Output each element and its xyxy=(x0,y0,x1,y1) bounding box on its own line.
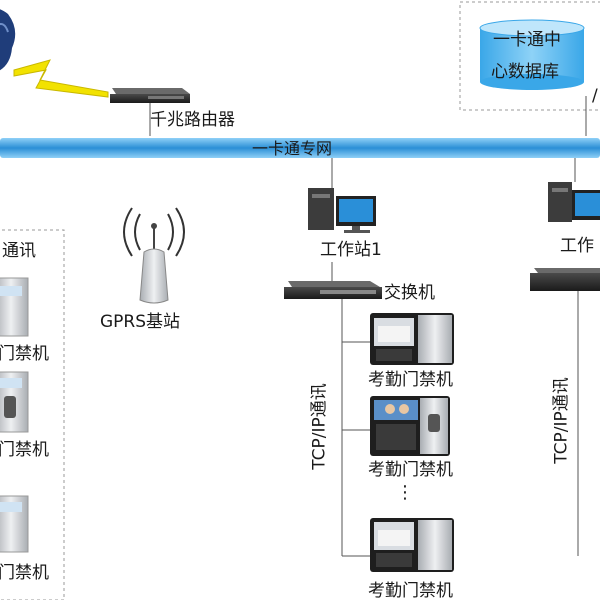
attendance-label-3: 考勤门禁机 xyxy=(368,581,453,601)
left-door-label-2: 门禁机 xyxy=(0,440,49,460)
tcp-label-right: TCP/IP通讯 xyxy=(551,377,572,464)
switch-label: 交换机 xyxy=(384,283,435,303)
workstation2-label: 工作 xyxy=(560,236,594,256)
attendance-label-1: 考勤门禁机 xyxy=(368,370,453,390)
left-comm-label: 通讯 xyxy=(2,241,36,261)
antenna-icon xyxy=(123,207,185,304)
tcp-label-left: TCP/IP通讯 xyxy=(309,383,330,470)
database-box xyxy=(459,1,600,111)
ellipsis: ⋮ xyxy=(396,482,414,503)
db-label-line1: 一卡通中 xyxy=(493,30,561,50)
attendance-device-icon xyxy=(370,396,450,456)
right-edge-char: / xyxy=(592,86,598,106)
attendance-label-2: 考勤门禁机 xyxy=(368,460,453,480)
db-label-line2: 心数据库 xyxy=(491,62,559,82)
computer-icon xyxy=(548,182,600,222)
computer-icon xyxy=(308,188,376,233)
database-icon xyxy=(479,19,585,90)
gprs-label: GPRS基站 xyxy=(100,312,181,332)
workstation1-label: 工作站1 xyxy=(320,240,382,260)
switch-icon xyxy=(530,268,600,291)
left-door-label-3: 门禁机 xyxy=(0,563,49,583)
door-device-icon xyxy=(0,495,29,553)
cloud-icon xyxy=(0,9,16,71)
attendance-device-icon xyxy=(370,518,454,572)
attendance-device-icon xyxy=(370,313,454,365)
router-icon xyxy=(110,88,190,103)
switch-icon xyxy=(284,281,382,299)
lightning-icon xyxy=(13,59,109,98)
network-bus xyxy=(0,138,600,158)
network-label: 一卡通专网 xyxy=(252,139,333,158)
door-device-icon xyxy=(0,277,29,337)
router-label: 千兆路由器 xyxy=(150,110,235,130)
door-device-icon xyxy=(0,371,29,433)
left-door-label-1: 门禁机 xyxy=(0,344,49,364)
